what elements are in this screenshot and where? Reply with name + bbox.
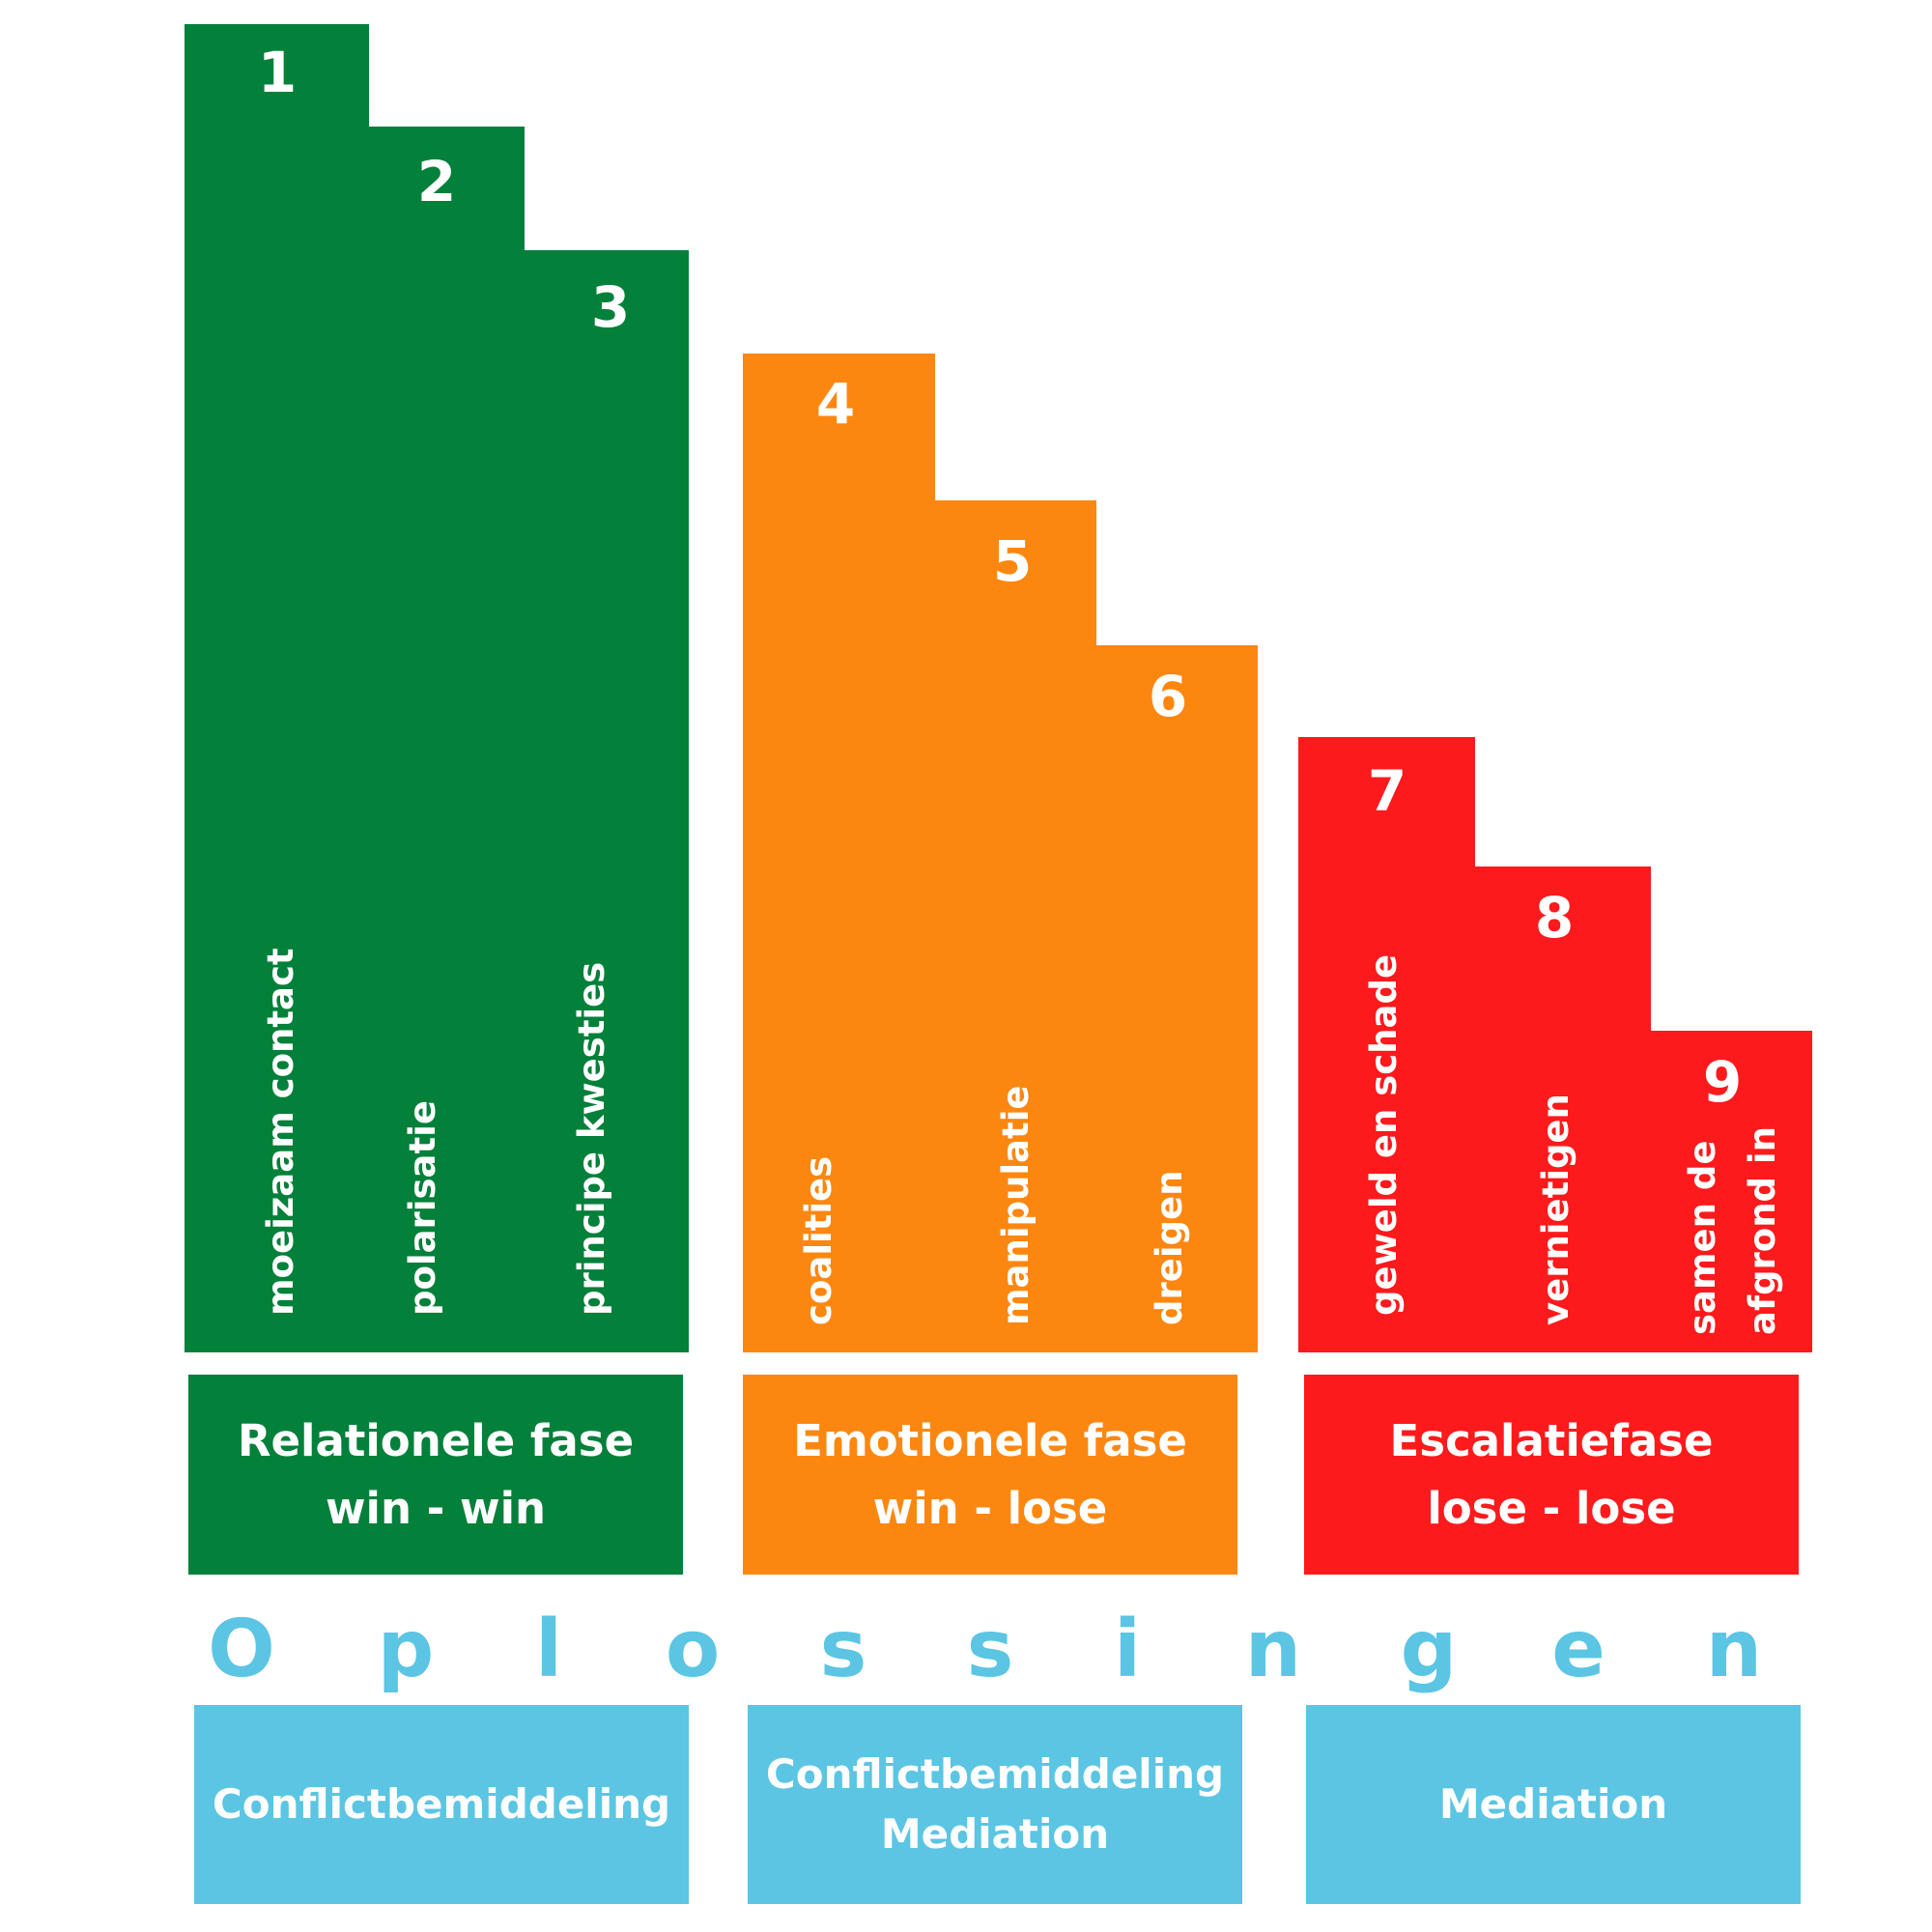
stage-label-7: geweld en schade [1363, 954, 1405, 1316]
solution-box-2: Conflictbemiddeling Mediation [748, 1705, 1242, 1904]
stage-number-6: 6 [1149, 664, 1187, 729]
solution-line: Mediation [1438, 1780, 1668, 1828]
stage-label-6: dreigen [1149, 1171, 1190, 1325]
phase-name: Escalatiefase [1389, 1414, 1714, 1466]
solution-box-1: Conflictbemiddeling [194, 1705, 689, 1904]
phase-outcome: win - lose [872, 1482, 1108, 1534]
stage-number-4: 4 [816, 371, 855, 437]
phase-box-relational: Relationele fase win - win [188, 1375, 683, 1575]
heading-letter: g [1400, 1604, 1458, 1695]
solution-line: Conflictbemiddeling [765, 1750, 1225, 1798]
stage-label-4: coalities [798, 1156, 839, 1325]
stage-number-2: 2 [417, 149, 456, 214]
stage-number-5: 5 [993, 528, 1032, 594]
phase-name: Relationele fase [237, 1414, 635, 1466]
solution-line: Conflictbemiddeling [212, 1780, 671, 1828]
heading-letter: n [1244, 1604, 1302, 1695]
heading-letter: O [208, 1604, 275, 1695]
stage-number-3: 3 [591, 274, 630, 340]
stage-label-1: moeizaam contact [260, 948, 301, 1316]
green-phase-staircase [185, 24, 689, 1352]
heading-letter: o [665, 1604, 721, 1695]
stage-number-9: 9 [1703, 1049, 1742, 1115]
solution-box-3: Mediation [1306, 1705, 1801, 1904]
phase-box-escalation: Escalatiefase lose - lose [1304, 1375, 1799, 1575]
phase-box-emotional: Emotionele fase win - lose [743, 1375, 1237, 1575]
stage-label-3: principe kwesties [571, 962, 612, 1316]
stage-number-1: 1 [258, 40, 297, 105]
stage-label-9-line1: samen de [1682, 1141, 1723, 1335]
heading-letter: s [819, 1604, 867, 1695]
orange-phase-staircase [743, 354, 1258, 1352]
heading-letter: i [1113, 1604, 1142, 1695]
stage-number-8: 8 [1535, 885, 1574, 951]
stage-number-7: 7 [1368, 758, 1406, 824]
heading-letter: s [966, 1604, 1014, 1695]
phase-outcome: lose - lose [1427, 1482, 1676, 1534]
phase-outcome: win - win [325, 1482, 547, 1534]
stage-label-5: manipulatie [995, 1086, 1037, 1326]
heading-letter: p [377, 1604, 435, 1695]
phase-name: Emotionele fase [793, 1414, 1187, 1466]
heading-letter: l [534, 1604, 563, 1695]
stage-label-2: polarisatie [402, 1100, 443, 1316]
stage-label-8: vernietigen [1535, 1094, 1577, 1325]
solution-line: Mediation [880, 1810, 1110, 1858]
red-phase-staircase [1298, 737, 1812, 1352]
heading-letter: e [1551, 1604, 1605, 1695]
heading-letter: n [1705, 1604, 1763, 1695]
stage-label-9-line2: afgrond in [1742, 1126, 1783, 1335]
